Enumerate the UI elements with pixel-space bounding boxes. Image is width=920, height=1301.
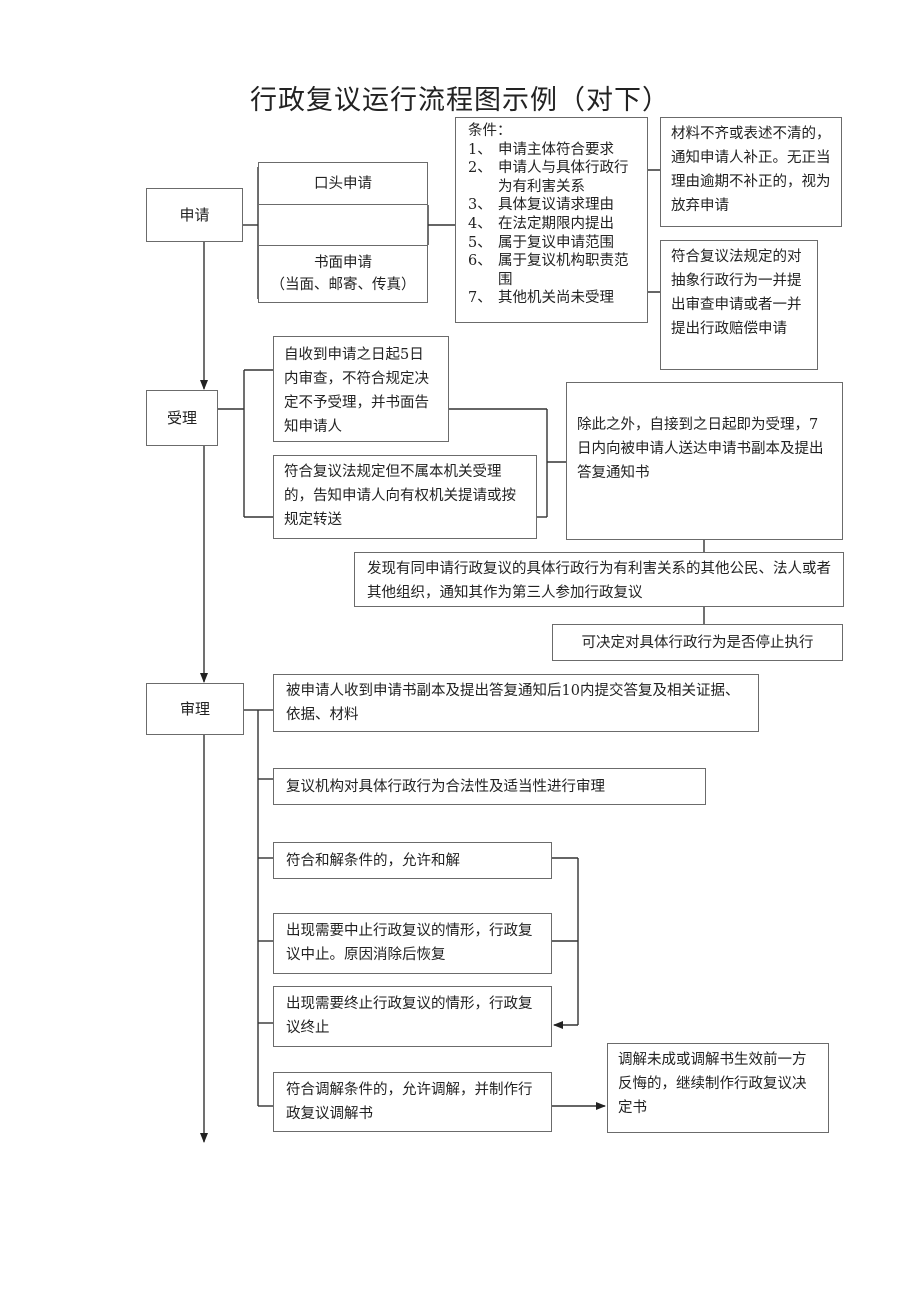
- condition-text: 申请人与具体行政行为有利害关系: [498, 160, 629, 195]
- conditions-box: 条件： 1、 申请主体符合要求 2、 申请人与具体行政行为有利害关系 3、 具体…: [455, 117, 648, 323]
- reject-notice-box: 自收到申请之日起5日内审查，不符合规定决定不予受理，并书面告知申请人: [273, 336, 449, 442]
- condition-item: 2、 申请人与具体行政行为有利害关系: [468, 159, 637, 196]
- condition-number: 4、: [468, 215, 492, 232]
- termination-box: 出现需要终止行政复议的情形，行政复议终止: [273, 986, 552, 1047]
- accepted-box: 除此之外，自接到之日起即为受理，7日内向被申请人送达申请书副本及提出答复通知书: [566, 382, 843, 540]
- condition-item: 4、 在法定期限内提出: [468, 215, 637, 234]
- page-title: 行政复议运行流程图示例（对下）: [250, 85, 670, 116]
- suspension-box: 出现需要中止行政复议的情形，行政复议中止。原因消除后恢复: [273, 913, 552, 974]
- condition-item: 3、 具体复议请求理由: [468, 196, 637, 215]
- condition-text: 属于复议机构职责范围: [498, 253, 629, 288]
- stage-accept: 受理: [146, 390, 218, 446]
- incomplete-materials-box: 材料不齐或表述不清的，通知申请人补正。无正当理由逾期不补正的，视为放弃申请: [660, 117, 842, 227]
- oral-application-label: 口头申请: [314, 175, 372, 192]
- condition-number: 5、: [468, 234, 492, 251]
- condition-text: 具体复议请求理由: [498, 197, 614, 214]
- condition-item: 1、 申请主体符合要求: [468, 141, 637, 160]
- written-application-box: 书面申请 （当面、邮寄、传真）: [258, 245, 428, 303]
- condition-number: 3、: [468, 197, 492, 214]
- condition-text: 属于复议申请范围: [498, 234, 614, 251]
- mediation-failed-box: 调解未成或调解书生效前一方反悔的，继续制作行政复议决定书: [607, 1043, 829, 1133]
- abstract-act-box: 符合复议法规定的对抽象行政行为一并提出审查申请或者一并提出行政赔偿申请: [660, 240, 818, 370]
- written-application-label: 书面申请: [314, 255, 372, 271]
- condition-text: 其他机关尚未受理: [498, 290, 614, 307]
- stage-apply: 申请: [146, 188, 243, 242]
- condition-number: 7、: [468, 290, 492, 307]
- oral-application-box: 口头申请: [258, 162, 428, 205]
- transfer-notice-box: 符合复议法规定但不属本机关受理的，告知申请人向有权机关提请或按规定转送: [273, 455, 537, 539]
- condition-number: 1、: [468, 141, 492, 158]
- condition-text: 申请主体符合要求: [498, 141, 614, 158]
- reply-box: 被申请人收到申请书副本及提出答复通知后10内提交答复及相关证据、依据、材料: [273, 674, 759, 732]
- settlement-box: 符合和解条件的，允许和解: [273, 842, 552, 879]
- condition-item: 5、 属于复议申请范围: [468, 234, 637, 253]
- condition-number: 2、: [468, 160, 492, 177]
- stage-review: 审理: [146, 683, 244, 735]
- legality-review-box: 复议机构对具体行政行为合法性及适当性进行审理: [273, 768, 706, 805]
- condition-item: 7、 其他机关尚未受理: [468, 289, 637, 308]
- third-party-box: 发现有同申请行政复议的具体行政行为有利害关系的其他公民、法人或者其他组织，通知其…: [354, 552, 844, 607]
- mediation-box: 符合调解条件的，允许调解，并制作行政复议调解书: [273, 1072, 552, 1132]
- condition-number: 6、: [468, 253, 492, 270]
- condition-item: 6、 属于复议机构职责范围: [468, 252, 637, 289]
- conditions-title: 条件：: [468, 123, 512, 139]
- written-application-methods: （当面、邮寄、传真）: [270, 277, 416, 293]
- suspend-execution-box: 可决定对具体行政行为是否停止执行: [552, 624, 843, 661]
- condition-text: 在法定期限内提出: [498, 215, 614, 232]
